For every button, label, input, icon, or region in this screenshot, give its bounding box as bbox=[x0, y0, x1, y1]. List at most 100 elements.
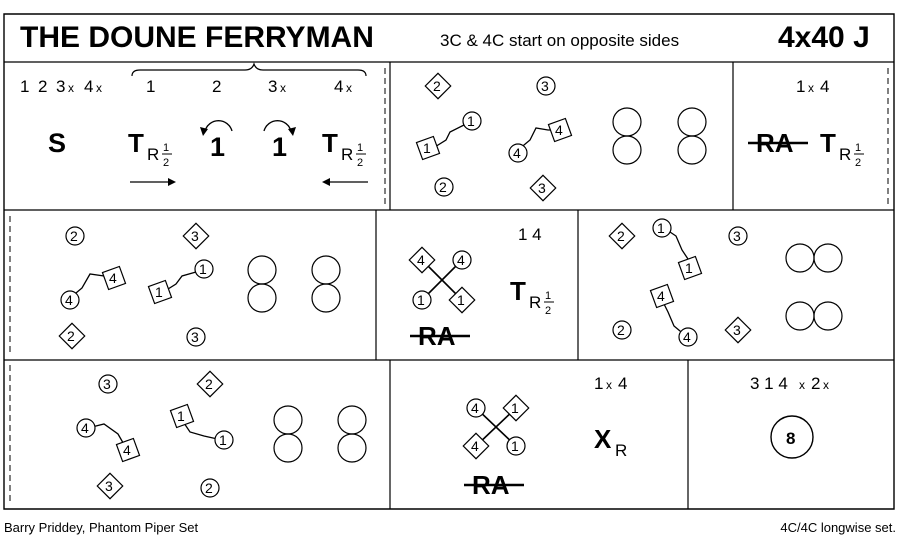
box-ra-turn-a: 1 x 4 RA T R 1 2 bbox=[748, 77, 864, 169]
order-x: x bbox=[808, 81, 814, 95]
box-ra-cross: 1 x 4 4 1 4 1 RA X R bbox=[462, 374, 627, 500]
box-reels-c: 2 3 1 1 4 4 2 3 bbox=[608, 218, 843, 347]
footer-credit: Barry Priddey, Phantom Piper Set bbox=[4, 520, 199, 535]
footer-formation: 4C/4C longwise set. bbox=[780, 520, 896, 535]
dancer-4d: 4 bbox=[109, 270, 117, 286]
frac-den-b: 2 bbox=[357, 157, 363, 169]
frac-num-b: 1 bbox=[357, 142, 363, 154]
cast-arrow-left bbox=[200, 127, 208, 136]
cast-arc-left bbox=[205, 121, 232, 131]
dancer-3d: 3 bbox=[191, 329, 199, 345]
frac-den-c: 2 bbox=[855, 157, 861, 169]
pos-2: 2 bbox=[38, 77, 47, 96]
frac-num-d: 1 bbox=[545, 290, 551, 302]
move-turn: T bbox=[128, 128, 144, 158]
final-order: 3 1 4 bbox=[750, 374, 788, 393]
arrow-right-head bbox=[168, 178, 176, 186]
dancer-4i: 4 bbox=[81, 420, 89, 436]
dancer-3e: 3 bbox=[733, 228, 741, 244]
dance-title: THE DOUNE FERRYMAN bbox=[20, 21, 374, 54]
dancer-3f: 3 bbox=[733, 322, 741, 338]
box-bars-1-8: 1 2 3 x 4 x 1 2 3 x 4 x S T R 1 2 1 1 T … bbox=[20, 64, 368, 186]
dancer-4e: 4 bbox=[417, 252, 425, 268]
order-1b: 1 bbox=[594, 374, 603, 393]
order-4b: 4 bbox=[618, 374, 627, 393]
final-x: x bbox=[799, 378, 805, 392]
pos-4: 4 bbox=[84, 77, 93, 96]
dancer-3b: 3 bbox=[538, 180, 546, 196]
frac-num-c: 1 bbox=[855, 142, 861, 154]
bars-count: 8 bbox=[786, 429, 795, 448]
dancer-2g: 2 bbox=[205, 376, 213, 392]
move-cross: X bbox=[594, 424, 612, 454]
dancer-2f: 2 bbox=[617, 322, 625, 338]
dancer-2c: 2 bbox=[70, 228, 78, 244]
move-right-b: R bbox=[341, 145, 353, 164]
turn-1b: 1 bbox=[272, 132, 287, 162]
dancer-1e: 1 bbox=[417, 292, 425, 308]
dancer-4g: 4 bbox=[657, 288, 665, 304]
move-right-d: R bbox=[529, 293, 541, 312]
bar-4: 4 bbox=[334, 77, 343, 96]
order-14: 1 4 bbox=[518, 225, 542, 244]
pos-x: x bbox=[96, 81, 102, 95]
order-xb: x bbox=[606, 378, 612, 392]
dancer-3c: 3 bbox=[191, 228, 199, 244]
dancer-3g: 3 bbox=[103, 376, 111, 392]
pos-1: 1 bbox=[20, 77, 29, 96]
box-ra-turn-b: 1 4 4 4 1 1 RA T R 1 2 bbox=[408, 225, 554, 351]
dancer-1b: 1 bbox=[467, 113, 475, 129]
dancer-3: 3 bbox=[541, 78, 549, 94]
move-right-c: R bbox=[839, 145, 851, 164]
final-x2: x bbox=[823, 378, 829, 392]
cast-arrow-right bbox=[288, 127, 296, 136]
box-reels-a: 2 3 1 1 4 4 2 3 bbox=[415, 72, 707, 202]
formation: 4x40 J bbox=[778, 21, 870, 54]
arrow-left-head bbox=[322, 178, 330, 186]
path-line bbox=[661, 299, 687, 337]
dancer-4b: 4 bbox=[555, 122, 563, 138]
frac-num: 1 bbox=[163, 142, 169, 154]
bar-1: 1 bbox=[146, 77, 155, 96]
frac-den-d: 2 bbox=[545, 305, 551, 317]
dancer-1: 1 bbox=[423, 140, 431, 156]
pos-x: x bbox=[68, 81, 74, 95]
bar-3: 3 bbox=[268, 77, 277, 96]
outer-frame bbox=[4, 14, 894, 509]
order-4: 4 bbox=[820, 77, 829, 96]
dance-subtitle: 3C & 4C start on opposite sides bbox=[440, 31, 679, 50]
dancer-4j: 4 bbox=[123, 442, 131, 458]
dancer-3h: 3 bbox=[105, 478, 113, 494]
move-cross-right: R bbox=[615, 441, 627, 460]
move-turn-c: T bbox=[820, 128, 836, 158]
dancer-1i: 1 bbox=[177, 408, 185, 424]
dancer-2e: 2 bbox=[617, 228, 625, 244]
move-turn-d: T bbox=[510, 276, 526, 306]
order-1: 1 bbox=[796, 77, 805, 96]
move-set: S bbox=[48, 128, 66, 158]
bar-4x: x bbox=[346, 81, 352, 95]
bar-3x: x bbox=[280, 81, 286, 95]
box-final: 3 1 4 x 2 x 8 bbox=[750, 374, 829, 458]
dancer-1k: 1 bbox=[511, 400, 519, 416]
dancer-1f: 1 bbox=[457, 292, 465, 308]
dancer-1g: 1 bbox=[657, 220, 665, 236]
dancer-4: 4 bbox=[513, 145, 521, 161]
dancer-4c: 4 bbox=[65, 292, 73, 308]
move-turn-b: T bbox=[322, 128, 338, 158]
dancer-2: 2 bbox=[433, 78, 441, 94]
turn-1: 1 bbox=[210, 132, 225, 162]
dancer-1j: 1 bbox=[219, 432, 227, 448]
dancer-2d: 2 bbox=[67, 328, 75, 344]
dancer-1d: 1 bbox=[199, 261, 207, 277]
pos-3: 3 bbox=[56, 77, 65, 96]
dancer-2h: 2 bbox=[205, 480, 213, 496]
dancer-2b: 2 bbox=[439, 179, 447, 195]
path-line bbox=[181, 419, 223, 441]
phrase-brace bbox=[132, 64, 366, 76]
dancer-1l: 1 bbox=[511, 438, 519, 454]
dancer-1h: 1 bbox=[685, 260, 693, 276]
cast-arc-right bbox=[264, 121, 291, 131]
move-right: R bbox=[147, 145, 159, 164]
